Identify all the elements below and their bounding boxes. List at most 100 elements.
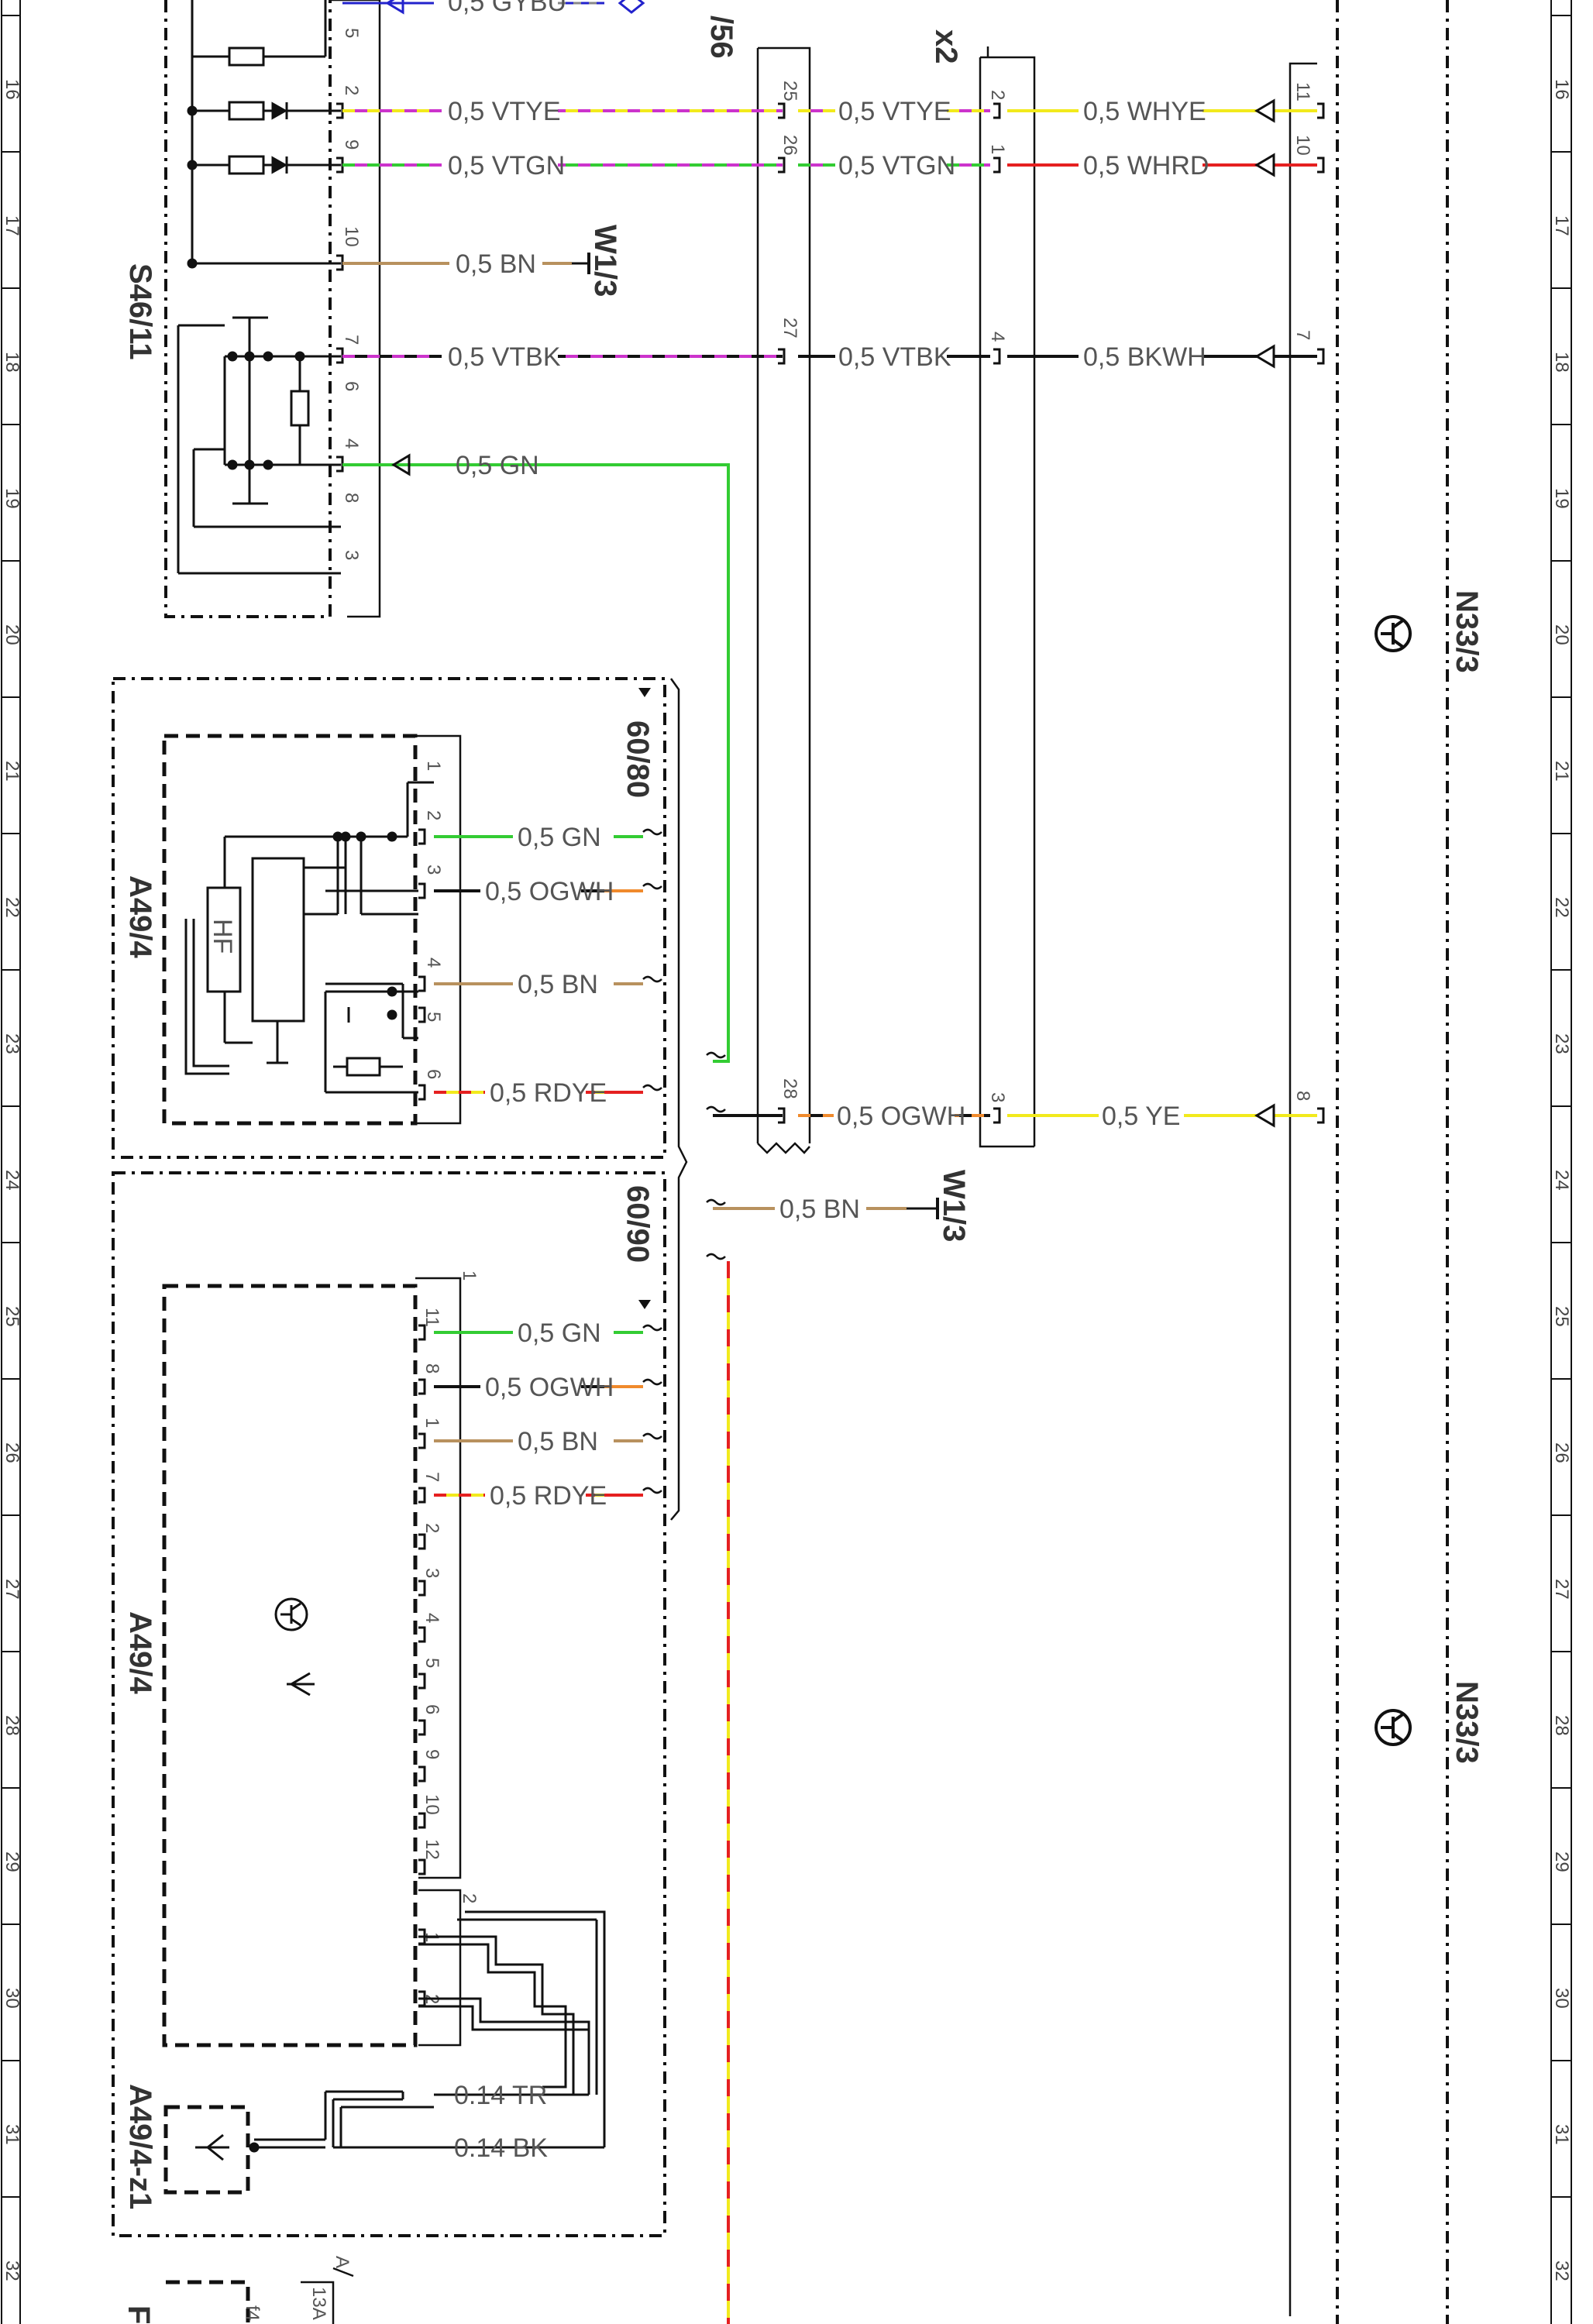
wire-label-vtgn_1: 0,5 VTGN [448,151,565,180]
ground-label-upper: W1/3 [588,225,622,297]
pin-stub [1317,156,1325,174]
a49bot-pin-10: 9 [421,1749,442,1759]
pin-stub [1317,348,1325,365]
a49-4-bottom-label: A49/4 [123,1611,157,1694]
grid-number-right: 21 [1551,761,1572,782]
grid-number-right: 18 [1551,352,1572,373]
wire-label-vtbk_2: 0,5 VTBK [838,342,951,372]
wire-gybu: 0,5 GYBU [342,0,645,17]
grid-number-right: 31 [1551,2124,1572,2145]
wire-label-whrd: 0,5 WHRD [1083,151,1209,180]
pin-stub [993,1107,1001,1124]
grid-number-left: 21 [2,761,22,782]
a49top-pin-3: 4 [423,957,444,968]
grid-number-left: 19 [2,488,22,509]
pin-stub [418,1533,426,1550]
grid-number-left: 29 [2,1851,22,1872]
pin-stub [418,975,426,992]
s46-pin-0: 5 [341,28,362,38]
wire-label-a_gn: 0,5 GN [518,823,601,852]
pin-stub [418,1324,426,1341]
pin-stub [418,1765,426,1783]
partial-f-label: F [122,2305,156,2324]
a49-4-z1-component: A49/4-z1 [123,2084,604,2209]
pin-stub [418,1673,426,1690]
wire-label-a_rdye: 0,5 RDYE [490,1078,607,1108]
wire-break [706,1051,726,1059]
a49bot2-pin-0: 2 [459,1893,480,1903]
s46-pin-6: 4 [341,438,362,449]
wire-label-b_gn: 0,5 GN [518,1318,601,1348]
wire-arrow [1254,98,1275,123]
a49bot-pin-5: 2 [421,1523,442,1533]
a49bot-pin-3: 1 [421,1418,442,1428]
page-ref-group: 60/80 60/90 [621,678,688,1521]
a49top-pin-1: 2 [423,810,444,820]
partial-component-f: F A 13A f4 [122,2256,354,2324]
wire-label-bn-w13: 0,5 BN [456,249,536,279]
coax-lines: 0.14 TR 0.14 BK [418,1910,606,2163]
grid-number-left: 28 [2,1715,22,1736]
ground-label-lower: W1/3 [937,1170,971,1242]
wire-label-vtbk_1: 0,5 VTBK [448,342,561,372]
connector-56-label: /56 [704,15,738,59]
s46-pin-1: 2 [341,85,362,95]
pin-stub [418,1626,426,1643]
pin-stub [778,156,786,174]
connector-x2-label: x2 [929,29,963,64]
x2-pin-1: 1 [987,144,1008,154]
grid-number-left: 26 [2,1442,22,1463]
pin-stub [418,1990,426,2007]
grid-number-right: 25 [1551,1306,1572,1327]
pin-stub [993,102,1001,119]
wire-break [706,1105,726,1113]
pin-stub [418,1812,426,1829]
conn56-pin-1: 26 [779,135,800,156]
wire-label-a_ogwh: 0,5 OGWH [485,877,614,906]
grid-number-right: 24 [1551,1170,1572,1191]
page-ref-b: 60/90 [621,1185,655,1263]
a49top-pin-0: 1 [423,761,444,771]
partial-13a-label: 13A [308,2287,329,2320]
wire-label-ye-mid: 0,5 YE [1102,1102,1180,1131]
s46-pin-2: 9 [341,139,362,150]
grid-number-right: 22 [1551,897,1572,918]
pin-stub [778,348,786,365]
grid-number-right: 20 [1551,624,1572,645]
wire-label-b_rdye: 0,5 RDYE [490,1481,607,1511]
grid-number-right: 29 [1551,1851,1572,1872]
pin-stub [418,1006,426,1023]
pin-stub [778,102,786,119]
grid-number-left: 25 [2,1306,22,1327]
wire-label-whye: 0,5 WHYE [1083,97,1206,126]
wire-arrow [1254,1103,1275,1128]
wire-label-bn-mid: 0,5 BN [779,1195,860,1224]
n33-pin-3: 8 [1292,1091,1313,1101]
pin-stub [1317,102,1325,119]
grid-number-right: 26 [1551,1442,1572,1463]
x2-pin-2: 4 [987,332,1008,342]
wire-label-bkwh: 0,5 BKWH [1083,342,1206,372]
pin-stub [993,348,1001,365]
partial-a-label: A [332,2256,353,2268]
grid-number-left: 27 [2,1579,22,1600]
wire-label-vtgn_2: 0,5 VTGN [838,151,955,180]
a49bot-pin-2: 8 [421,1363,442,1373]
pin-stub [418,1378,426,1395]
grid-number-right: 30 [1551,1988,1572,2009]
grid-number-left: 20 [2,624,22,645]
a49top-pin-5: 6 [423,1069,444,1079]
wire-label-b_bn: 0,5 BN [518,1427,598,1456]
wire-label-ogwh-mid: 0,5 OGWH [837,1102,965,1131]
grid-number-right: 23 [1551,1033,1572,1054]
n33-label-bottom: N33/3 [1450,1681,1484,1764]
conn56-pin-0: 25 [779,81,800,101]
wire-arrow [1254,153,1275,177]
pin-stub [418,882,426,899]
a49top-pin-2: 3 [423,865,444,875]
